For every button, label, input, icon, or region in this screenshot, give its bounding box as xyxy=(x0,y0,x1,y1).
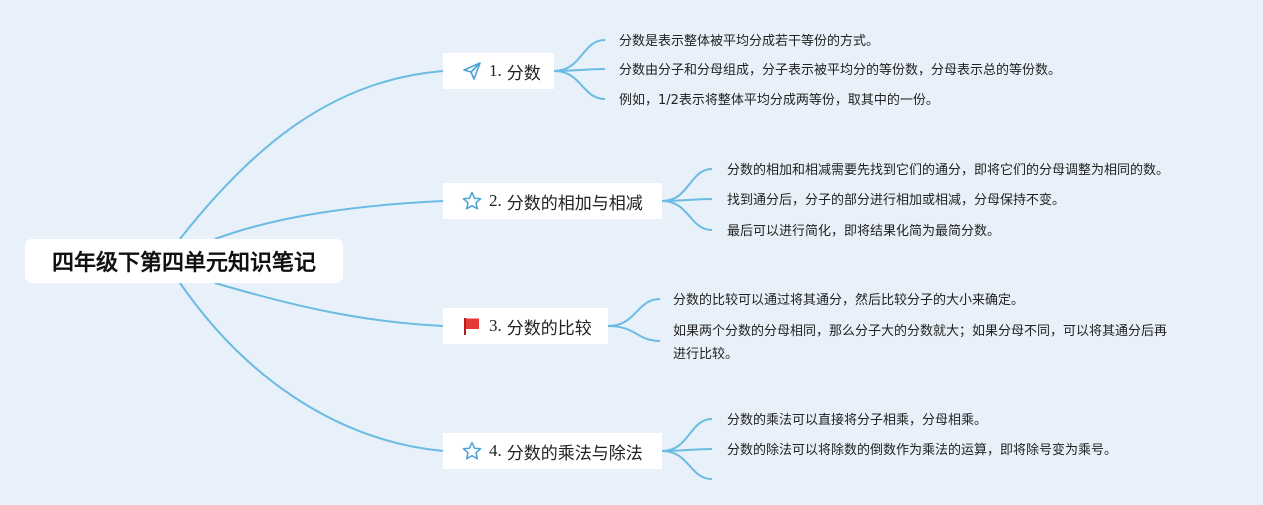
root-title: 四年级下第四单元知识笔记 xyxy=(51,251,316,276)
note-link-1-3 xyxy=(553,70,606,100)
note-link-1-1 xyxy=(553,39,606,72)
topic-node-2[interactable]: 2. 分数的相加与相减 xyxy=(443,183,662,219)
topic-node-3[interactable]: 3. 分数的比较 xyxy=(443,308,608,344)
paper-plane-icon xyxy=(461,60,483,82)
topic-title: 分数的比较 xyxy=(506,318,592,339)
note-2-3: 最后可以进行简化，即将结果化简为最简分数。 xyxy=(727,224,1001,239)
red-flag-icon xyxy=(461,315,483,337)
note-4-1: 分数的乘法可以直接将分子相乘，分母相乘。 xyxy=(727,413,988,428)
root-link-4 xyxy=(179,282,444,452)
topic-title: 分数的相加与相减 xyxy=(506,193,643,214)
topic-number: 3. xyxy=(489,316,502,335)
topic-number: 4. xyxy=(489,441,502,460)
topic-node-1[interactable]: 1. 分数 xyxy=(443,53,554,89)
note-1-3: 例如，1/2表示将整体平均分成两等份，取其中的一份。 xyxy=(619,93,939,108)
topic-title: 分数的乘法与除法 xyxy=(506,443,643,464)
note-link-3-2 xyxy=(607,325,661,342)
note-link-3-1 xyxy=(607,298,661,327)
topic-node-4[interactable]: 4. 分数的乘法与除法 xyxy=(443,433,662,469)
note-link-4-1 xyxy=(661,418,713,452)
topic-number: 1. xyxy=(489,61,502,80)
note-3-1: 分数的比较可以通过将其通分，然后比较分子的大小来确定。 xyxy=(673,293,1025,308)
star-icon xyxy=(461,190,483,212)
note-link-4-3 xyxy=(661,450,713,480)
note-2-1: 分数的相加和相减需要先找到它们的通分，即将它们的分母调整为相同的数。 xyxy=(727,163,1170,178)
root-link-2 xyxy=(214,200,444,240)
root-link-3 xyxy=(214,282,444,327)
topic-number: 2. xyxy=(489,191,502,210)
note-1-1: 分数是表示整体被平均分成若干等份的方式。 xyxy=(619,34,880,49)
note-link-2-3 xyxy=(661,200,713,231)
topic-title: 分数 xyxy=(506,63,541,84)
note-1-2: 分数由分子和分母组成，分子表示被平均分的等份数，分母表示总的等份数。 xyxy=(619,63,1062,78)
note-2-2: 找到通分后，分子的部分进行相加或相减，分母保持不变。 xyxy=(727,193,1066,208)
note-3-2: 如果两个分数的分母相同，那么分子大的分数就大；如果分母不同，可以将其通分后再进行… xyxy=(673,324,1168,362)
star-icon xyxy=(461,440,483,462)
root-link-1 xyxy=(179,70,444,240)
note-4-2: 分数的除法可以将除数的倒数作为乘法的运算，即将除号变为乘号。 xyxy=(727,443,1118,458)
root-node[interactable]: 四年级下第四单元知识笔记 xyxy=(25,239,343,283)
note-link-2-1 xyxy=(661,168,713,202)
